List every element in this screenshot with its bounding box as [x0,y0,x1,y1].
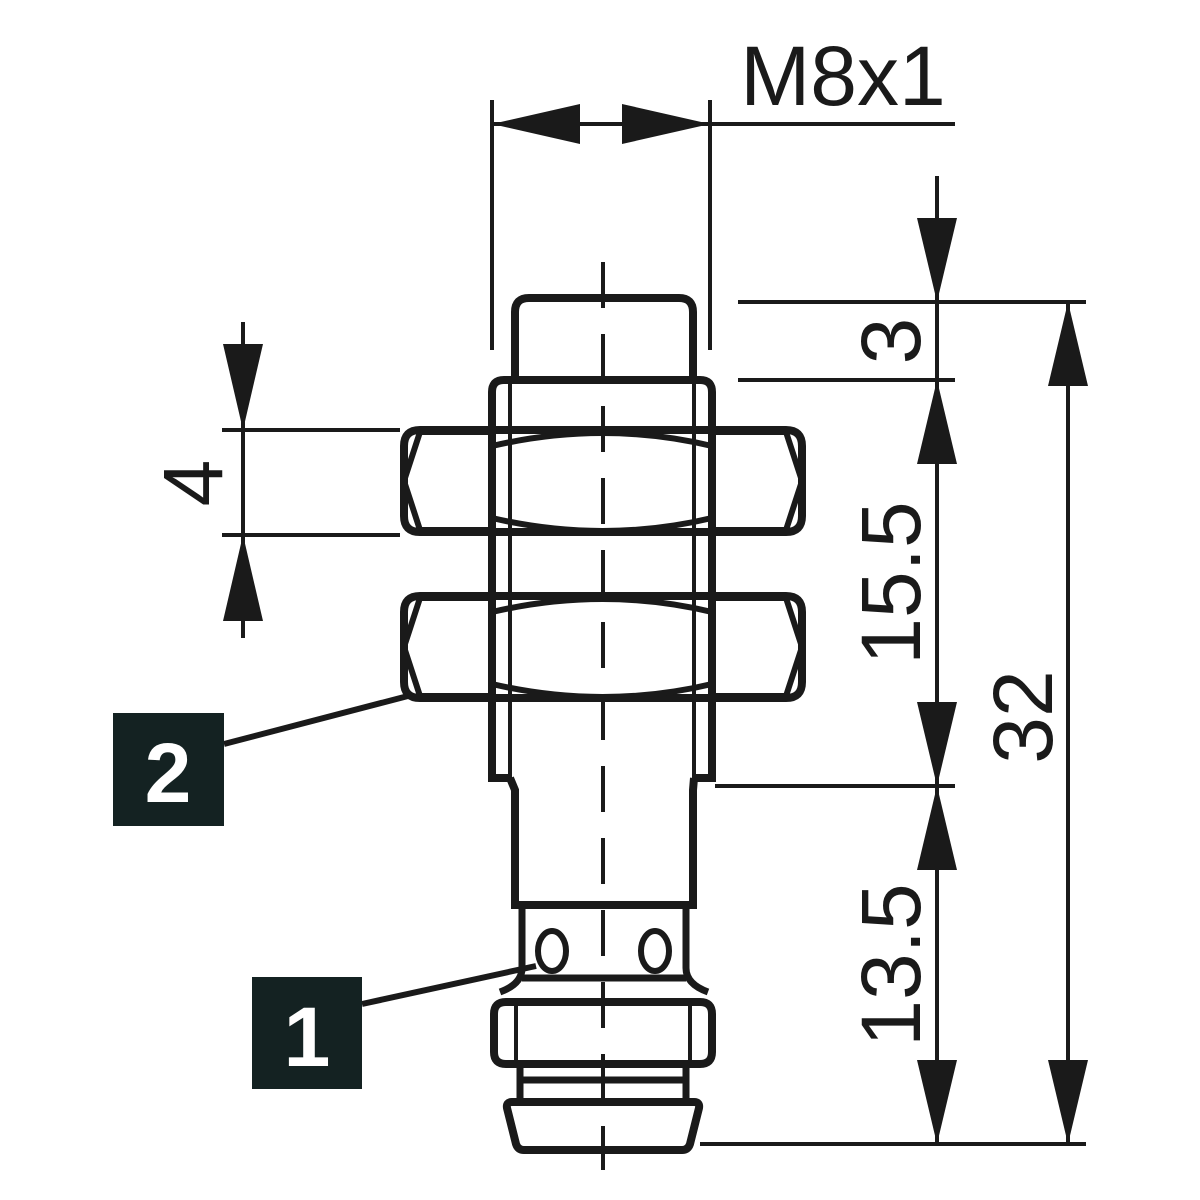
led-right [638,928,672,974]
lower-nut [400,592,806,702]
connector-collar [516,1064,690,1102]
dim-top-label: 3 [844,318,938,365]
thread-label: M8x1 [740,29,945,123]
callout-2-box [113,713,224,826]
dim-thread-label: 15.5 [844,501,938,665]
led-left [535,928,569,974]
dim-total-label: 32 [976,670,1070,763]
callout-2-label: 2 [145,726,192,820]
callout-1-label: 1 [284,990,331,1084]
connector-tip [502,1098,704,1154]
nut-thickness-label: 4 [146,460,240,507]
callout-1-box [252,977,362,1089]
height-dimensions: 3 15.5 13.5 32 [700,176,1088,1146]
callout-1: 1 [252,963,537,1089]
connector-ring [490,998,716,1068]
connector-neck [506,776,698,909]
thread-dimension: M8x1 [490,29,955,350]
sensor-face [511,294,697,380]
threaded-body [488,376,716,782]
dim-connector-label: 13.5 [844,883,938,1047]
callout-2: 2 [113,693,409,826]
nut-thickness-dimension: 4 [146,322,400,638]
upper-nut [400,426,806,536]
